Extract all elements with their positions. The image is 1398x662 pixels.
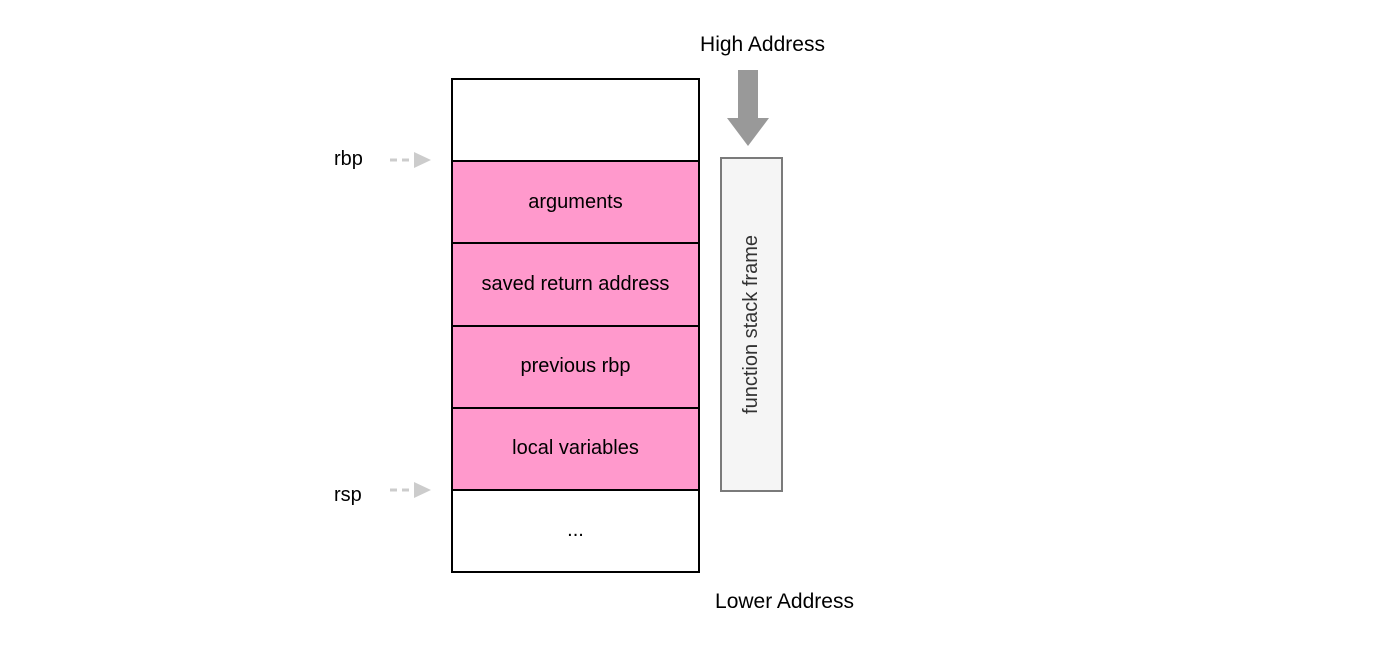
stack-row-label: previous rbp	[520, 355, 631, 378]
stack-row-saved-return-address: saved return address	[453, 242, 698, 325]
down-arrow-icon	[727, 70, 769, 146]
function-stack-frame-label: function stack frame	[740, 235, 762, 414]
stack-row-arguments: arguments	[453, 160, 698, 243]
stack-row-local-variables: local variables	[453, 406, 698, 489]
stack-row-label: ...	[567, 519, 584, 542]
lower-address-label: Lower Address	[715, 590, 854, 613]
function-stack-frame-box: function stack frame	[720, 157, 783, 492]
rbp-pointer-arrow-icon	[390, 152, 431, 168]
high-address-label: High Address	[700, 33, 825, 56]
stack-row-ellipsis: ...	[453, 488, 698, 572]
stack-row-label: arguments	[528, 190, 623, 213]
stack-row-label: local variables	[512, 437, 639, 460]
stack-row-previous-rbp: previous rbp	[453, 324, 698, 407]
rsp-label: rsp	[334, 484, 362, 506]
stack-row-label: saved return address	[481, 272, 670, 295]
rbp-label: rbp	[334, 148, 363, 170]
rsp-pointer-arrow-icon	[390, 482, 431, 498]
stack-box: arguments saved return address previous …	[451, 78, 700, 573]
stack-row-empty-top	[453, 80, 698, 161]
